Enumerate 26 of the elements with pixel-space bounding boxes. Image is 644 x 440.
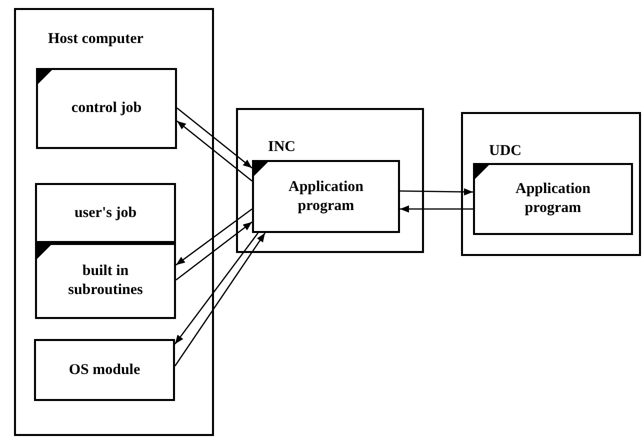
process-box <box>35 183 176 243</box>
container-box <box>14 8 214 436</box>
box-label: user's job <box>74 204 137 222</box>
arrow <box>174 232 259 344</box>
box-label: built in subroutines <box>67 262 144 300</box>
process-box <box>36 68 177 149</box>
arrow <box>174 232 266 366</box>
box-label: Application program <box>287 178 364 216</box>
process-box <box>35 243 176 319</box>
arrow <box>400 188 473 196</box>
container-box <box>461 112 641 256</box>
arrow <box>176 221 252 281</box>
container-heading: INC <box>268 138 296 157</box>
box-label: Application program <box>514 180 592 218</box>
process-box <box>473 163 633 235</box>
arrow <box>400 205 473 213</box>
box-label: OS module <box>68 360 140 380</box>
container-box <box>236 108 424 253</box>
arrow <box>176 108 252 168</box>
container-heading: Host computer <box>48 30 144 49</box>
container-heading: UDC <box>489 142 522 161</box>
arrow <box>176 120 252 182</box>
process-box <box>34 339 175 401</box>
arrow <box>176 208 252 266</box>
box-label: control job <box>71 99 142 118</box>
process-box <box>252 160 400 233</box>
